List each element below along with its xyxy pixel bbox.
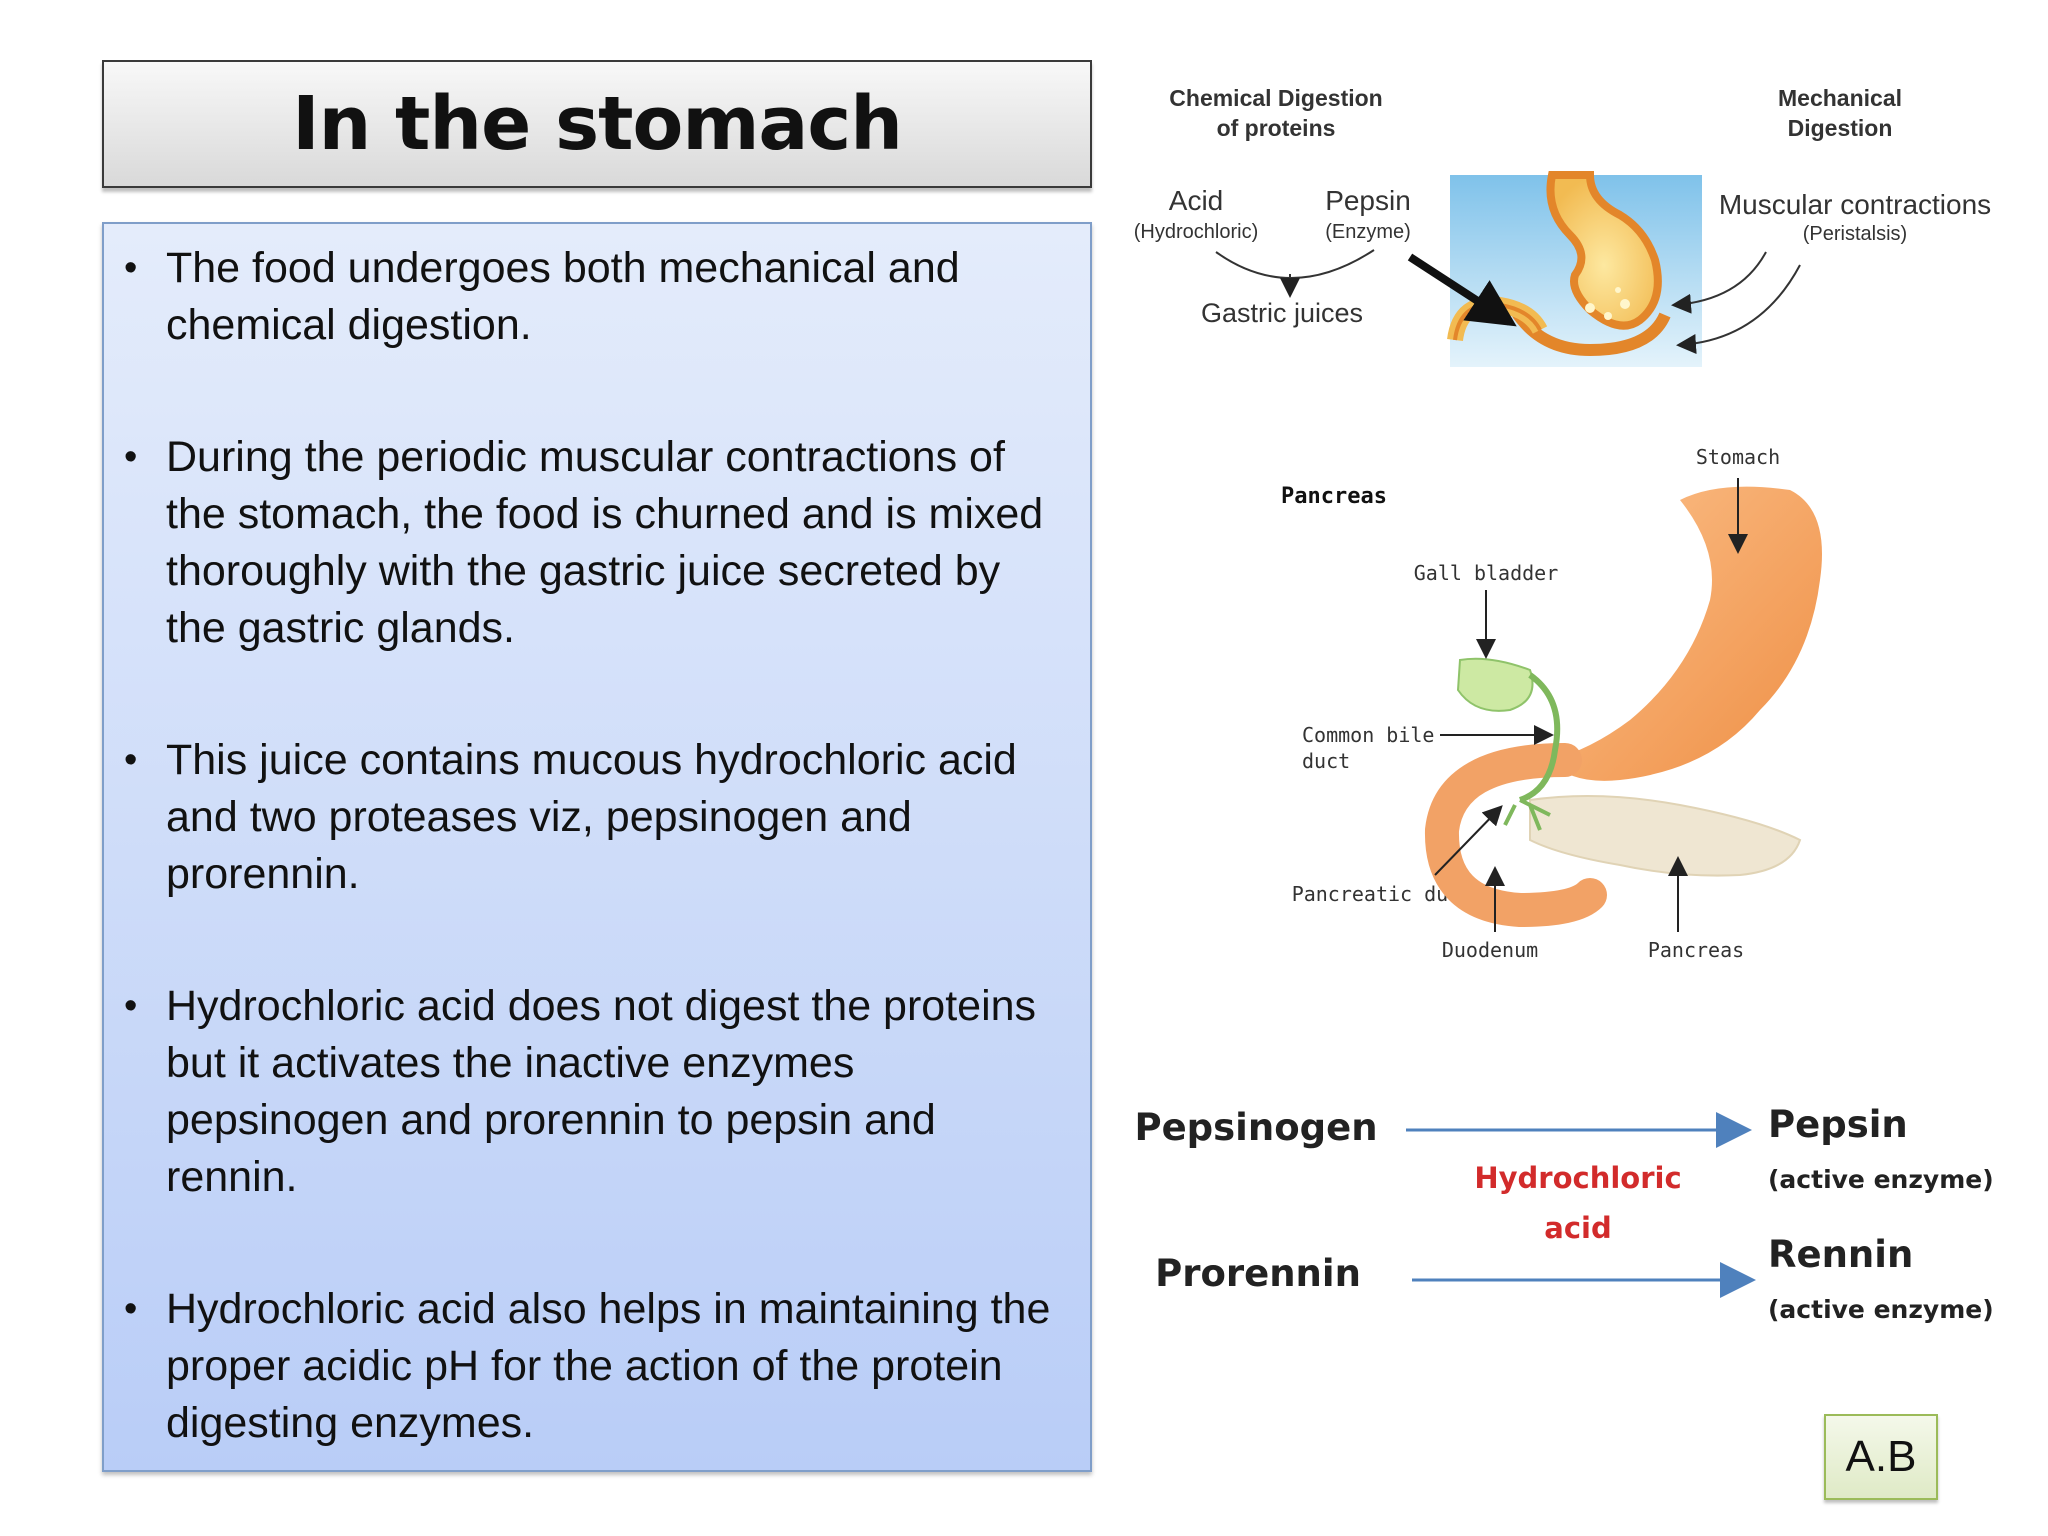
rennin-result-label: Rennin: [1768, 1233, 1913, 1276]
bullet-item: This juice contains mucous hydrochloric …: [124, 732, 1070, 903]
bullet-item: The food undergoes both mechanical and c…: [124, 240, 1070, 354]
gastric-juices-label: Gastric juices: [1201, 298, 1363, 328]
author-badge: A.B: [1824, 1414, 1938, 1500]
mechanical-heading: Mechanical: [1778, 85, 1902, 111]
pepsin-active-label: (active enzyme): [1768, 1165, 1994, 1194]
bullet-list: The food undergoes both mechanical and c…: [124, 240, 1070, 1452]
pancreas-diagram: Pancreas Stomach Gall bladder Common bil…: [1281, 445, 1822, 962]
muscular-label: Muscular contractions: [1719, 189, 1991, 220]
pancreas-label: Pancreas: [1648, 938, 1744, 962]
rennin-active-label: (active enzyme): [1768, 1295, 1994, 1324]
catalyst-label-2: acid: [1544, 1211, 1611, 1245]
gall-bladder-label: Gall bladder: [1414, 561, 1559, 585]
catalyst-label: Hydrochloric: [1474, 1161, 1681, 1195]
pointer-arrow: [1407, 253, 1517, 327]
pepsin-result-label: Pepsin: [1768, 1103, 1908, 1146]
title-box: In the stomach: [102, 60, 1092, 188]
pepsin-label: Pepsin: [1325, 185, 1411, 216]
mechanical-heading-sub: Digestion: [1788, 115, 1893, 141]
bullet-item: Hydrochloric acid also helps in maintain…: [124, 1281, 1070, 1452]
chemical-heading: Chemical Digestion: [1169, 85, 1382, 111]
prorennin-label: Prorennin: [1155, 1252, 1361, 1295]
stomach-label: Stomach: [1696, 445, 1780, 469]
activation-diagram: Pepsinogen Prorennin Hydrochloric acid P…: [1134, 1103, 1993, 1324]
bullet-item: Hydrochloric acid does not digest the pr…: [124, 978, 1070, 1206]
acid-label: Acid: [1169, 185, 1223, 216]
bullet-box: The food undergoes both mechanical and c…: [102, 222, 1092, 1472]
acid-sublabel: (Hydrochloric): [1134, 221, 1258, 243]
diagrams-panel: Chemical Digestion of proteins Mechanica…: [1134, 85, 1994, 1324]
pepsinogen-label: Pepsinogen: [1134, 1106, 1377, 1149]
duodenum-label: Duodenum: [1442, 938, 1538, 962]
slide-title: In the stomach: [292, 81, 903, 167]
stomach-digestion-diagram: Chemical Digestion of proteins Mechanica…: [1134, 85, 1991, 367]
pepsin-sublabel: (Enzyme): [1325, 221, 1411, 243]
pancreas-title: Pancreas: [1281, 484, 1387, 509]
organ-illustration: [1424, 486, 1822, 928]
common-bile-label: Common bile: [1302, 723, 1434, 747]
common-bile-label-2: duct: [1302, 749, 1350, 773]
chemical-heading-sub: of proteins: [1217, 115, 1336, 141]
stomach-illustration: [1447, 171, 1671, 357]
muscular-sublabel: (Peristalsis): [1803, 223, 1907, 245]
gastric-bracket: [1215, 249, 1375, 279]
bullet-item: During the periodic muscular contraction…: [124, 429, 1070, 657]
